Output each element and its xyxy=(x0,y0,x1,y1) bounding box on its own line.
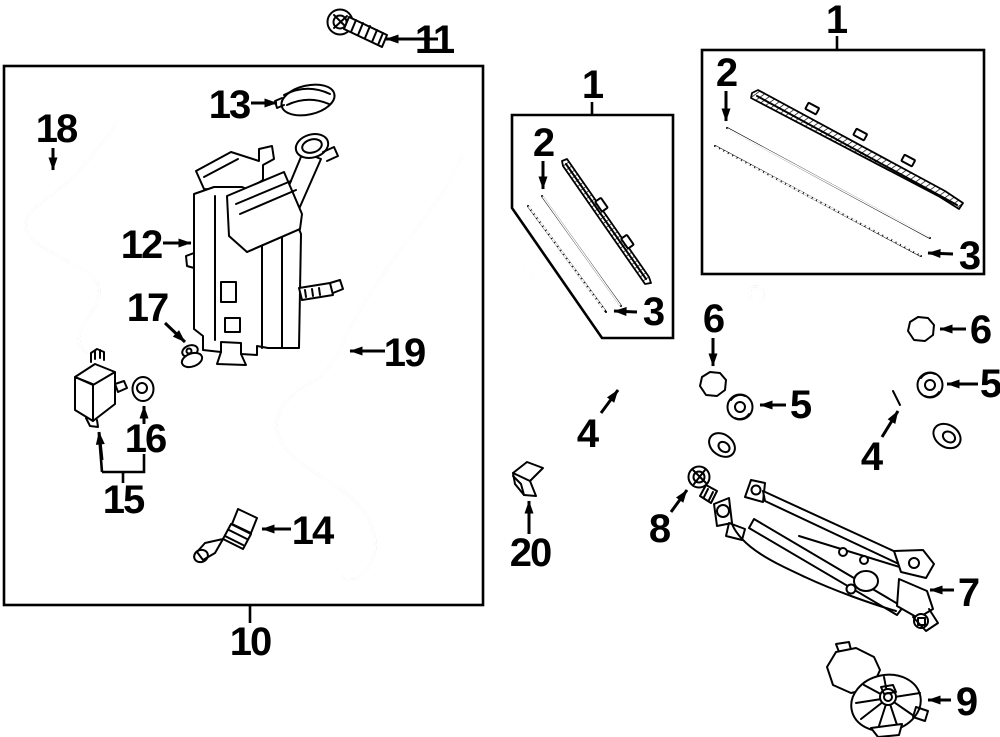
callout-12-label[interactable]: 12 xyxy=(121,223,164,267)
washer-hose-19 xyxy=(275,154,464,582)
callout-18-label[interactable]: 18 xyxy=(36,107,80,151)
callout-3-left-arrow xyxy=(613,307,638,317)
reservoir-cap-13 xyxy=(274,83,336,117)
callout-4-right-label[interactable]: 4 xyxy=(861,435,886,479)
callout-4-left-label[interactable]: 4 xyxy=(577,412,602,456)
wiper-blade-left xyxy=(561,158,652,285)
wiper-blade-right xyxy=(750,89,964,210)
blade-backing-strip-left xyxy=(527,205,607,313)
wiper-arm-left xyxy=(523,254,736,458)
level-sensor-14 xyxy=(193,508,258,564)
callout-4-right-arrow xyxy=(880,410,900,438)
callout-17-label[interactable]: 17 xyxy=(127,286,170,330)
washer-pump-15 xyxy=(74,348,128,428)
washer-hose-18 xyxy=(24,121,118,354)
callout-10-label[interactable]: 10 xyxy=(230,620,273,664)
callout-6-right-label[interactable]: 6 xyxy=(970,308,993,352)
callout-5-left-label[interactable]: 5 xyxy=(790,383,814,427)
callout-16-label[interactable]: 16 xyxy=(125,417,168,461)
pivot-cap-left xyxy=(699,371,727,397)
wiper-motor-9 xyxy=(826,641,929,737)
nozzle-grommet-17 xyxy=(180,344,204,369)
callout-13-label[interactable]: 13 xyxy=(209,83,252,127)
callouts: 11 10 18 13 12 17 19 16 15 14 1 2 xyxy=(36,0,1000,724)
blade-refill-right xyxy=(726,127,931,239)
mounting-bolt-11 xyxy=(326,8,388,48)
washer-reservoir-12 xyxy=(185,133,344,366)
callout-3-right-arrow xyxy=(927,249,954,258)
callout-17-arrow xyxy=(163,321,187,344)
wiper-blade-box-right xyxy=(700,48,986,276)
callout-11-label[interactable]: 11 xyxy=(415,18,457,62)
pump-grommet-16 xyxy=(131,376,155,402)
callout-2-left-label[interactable]: 2 xyxy=(533,121,556,165)
callout-8-label[interactable]: 8 xyxy=(649,507,673,551)
callout-15-arrow xyxy=(95,431,105,461)
wiper-blade-box-left xyxy=(510,113,675,340)
callout-14-label[interactable]: 14 xyxy=(292,509,337,553)
pivot-nut-left xyxy=(726,393,754,421)
pivot-cap-right xyxy=(907,316,935,342)
callout-2-right-label[interactable]: 2 xyxy=(716,51,739,95)
wiper-arm-right xyxy=(748,285,962,450)
callout-20-label[interactable]: 20 xyxy=(510,531,553,575)
callout-8-arrow xyxy=(669,489,689,513)
callout-7-label[interactable]: 7 xyxy=(958,571,981,615)
wiper-linkage-7 xyxy=(713,479,939,632)
callout-5-right-label[interactable]: 5 xyxy=(980,362,1000,406)
blade-backing-strip-right xyxy=(714,145,922,257)
washer-components-box xyxy=(2,64,485,607)
pivot-nut-right xyxy=(916,371,944,399)
callout-3-right-label[interactable]: 3 xyxy=(959,234,982,278)
callout-15-label[interactable]: 15 xyxy=(103,478,147,522)
callout-1-left-label[interactable]: 1 xyxy=(582,63,606,107)
callout-3-left-label[interactable]: 3 xyxy=(643,290,666,334)
cover-cap-20 xyxy=(512,461,544,497)
blade-refill-left xyxy=(541,195,622,307)
callout-1-right-label[interactable]: 1 xyxy=(826,0,850,42)
callout-6-left-label[interactable]: 6 xyxy=(703,297,726,341)
callout-9-label[interactable]: 9 xyxy=(956,680,979,724)
callout-19-label[interactable]: 19 xyxy=(384,331,427,375)
callout-4-left-arrow xyxy=(599,389,620,414)
linkage-bolt-8 xyxy=(687,465,718,504)
